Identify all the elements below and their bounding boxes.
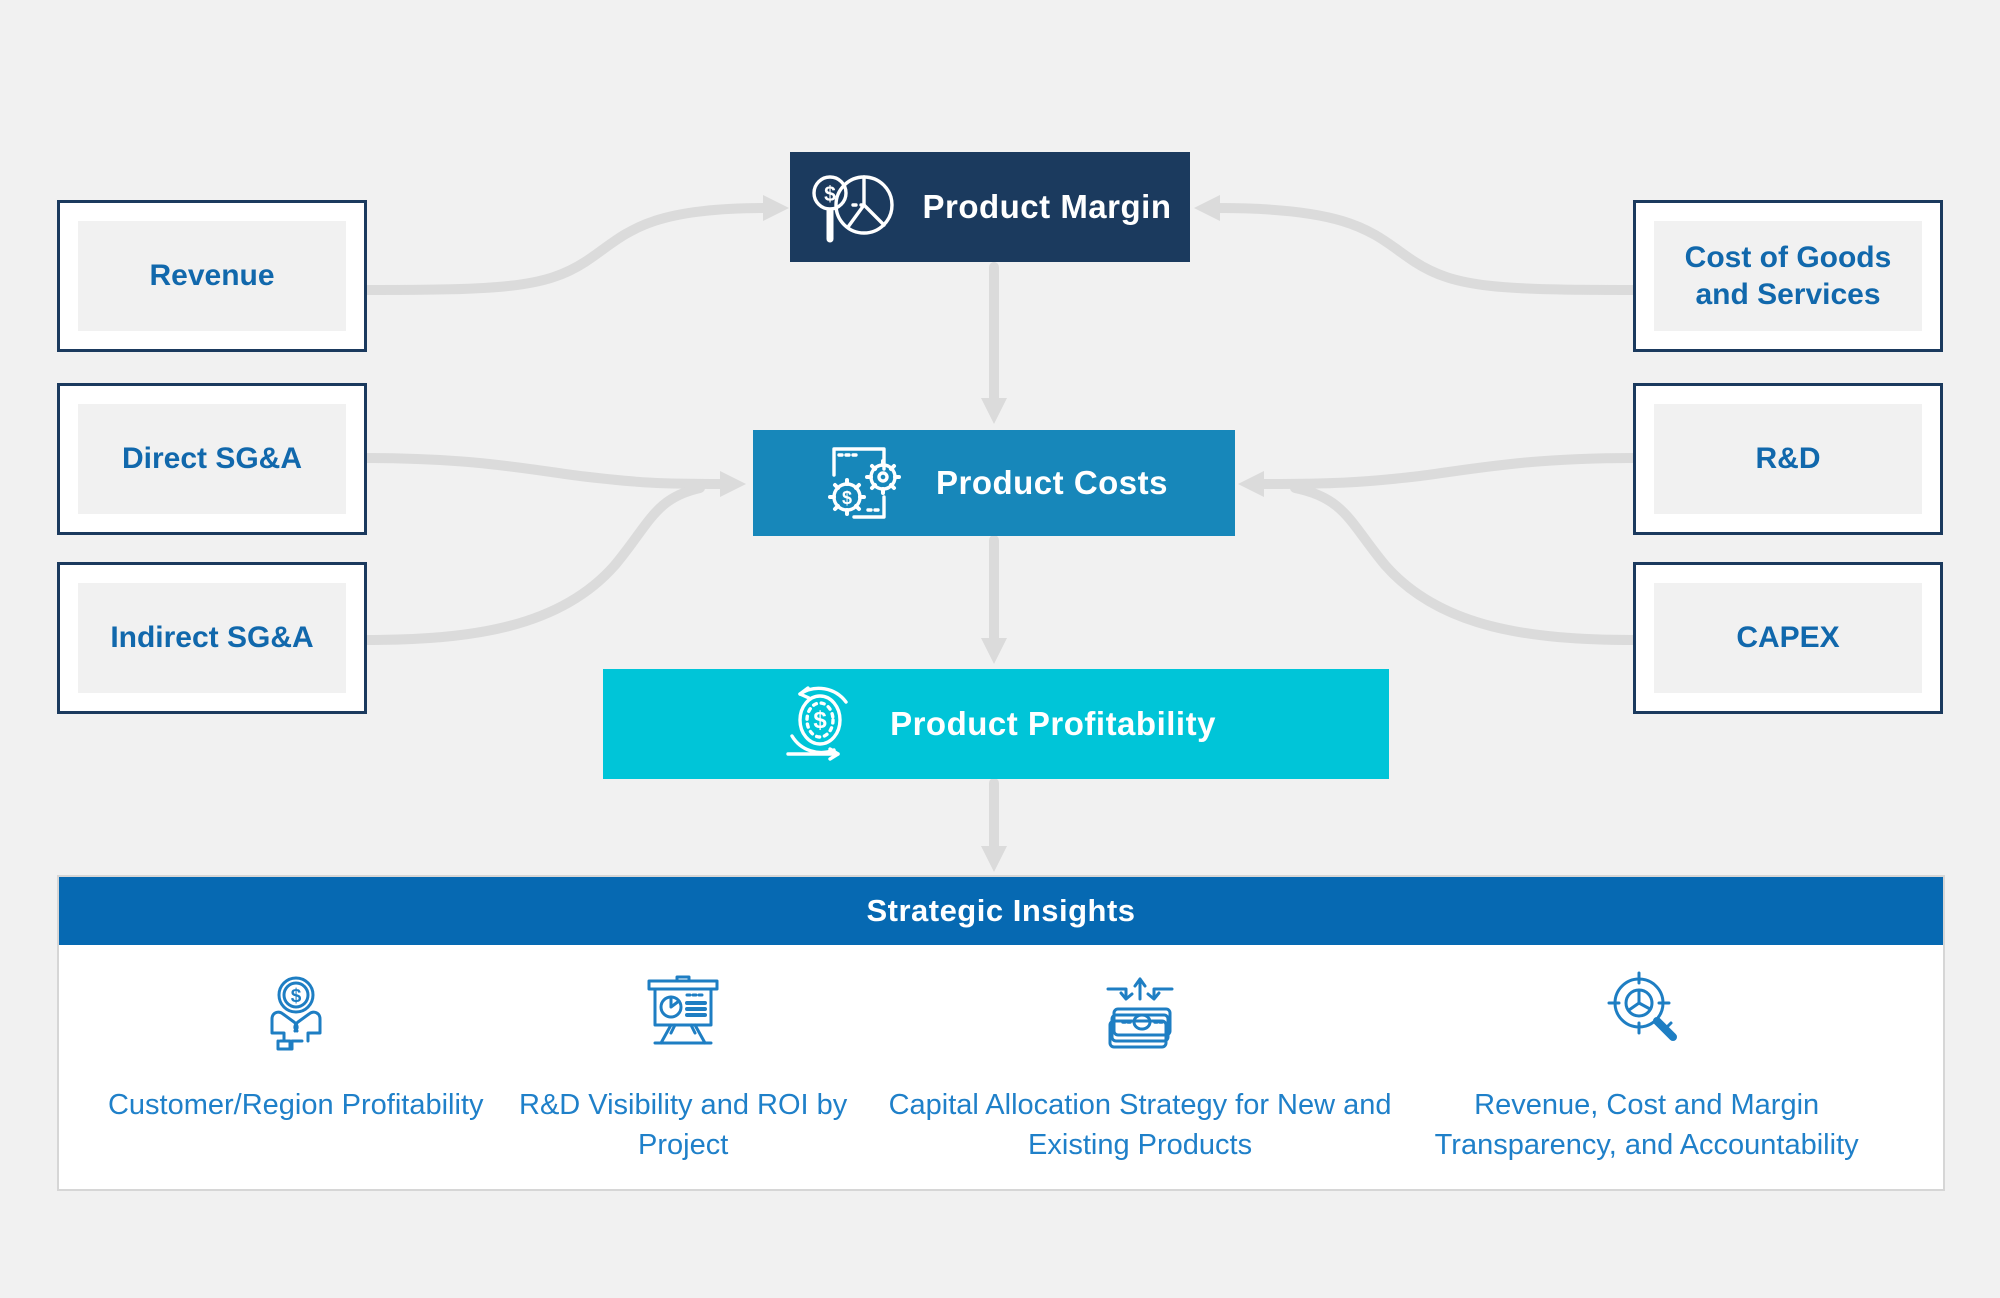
arrow-rd-to-costs — [1238, 453, 1639, 497]
input-box-direct-sga: Direct SG&A — [57, 383, 367, 535]
insight-caption: Revenue, Cost and Margin Transparency, a… — [1434, 1089, 1859, 1162]
magnifier-target-icon — [1603, 971, 1691, 1063]
strategic-insights-panel: Strategic Insights $ Customer/Region Pro — [57, 875, 1945, 1191]
flow-label: Product Profitability — [890, 705, 1216, 742]
arrow-cogs-to-margin — [1194, 195, 1639, 295]
insight-item-capital-allocation: Capital Allocation Strategy for New and … — [882, 971, 1399, 1165]
arrow-capex-merge — [1290, 483, 1639, 645]
svg-text:$: $ — [825, 183, 837, 206]
document-gears-icon: $ — [827, 447, 901, 519]
input-box-rd: R&D — [1633, 383, 1943, 535]
dollar-cycle-icon: $ — [786, 686, 848, 761]
hands-coin-icon: $ — [254, 971, 338, 1063]
input-box-cogs: Cost of Goods and Services — [1633, 200, 1943, 352]
input-label: Revenue — [78, 221, 346, 331]
input-box-capex: CAPEX — [1633, 562, 1943, 714]
flow-box-product-costs: $ Product Costs — [753, 430, 1235, 536]
flow-box-product-margin: $ Product Margin — [790, 152, 1190, 262]
arrow-direct-sga-to-costs — [361, 453, 746, 497]
arrow-revenue-to-margin — [361, 195, 789, 295]
arrow-indirect-sga-merge — [361, 483, 705, 645]
strategic-insights-header: Strategic Insights — [59, 877, 1943, 945]
svg-text:$: $ — [290, 986, 301, 1007]
cash-allocation-icon — [1094, 971, 1186, 1063]
input-box-revenue: Revenue — [57, 200, 367, 352]
input-label: R&D — [1654, 404, 1922, 514]
input-label: Cost of Goods and Services — [1654, 221, 1922, 331]
insight-caption: Capital Allocation Strategy for New and … — [888, 1089, 1392, 1162]
insight-caption: R&D Visibility and ROI by Project — [519, 1089, 848, 1162]
input-label: Direct SG&A — [78, 404, 346, 514]
input-box-indirect-sga: Indirect SG&A — [57, 562, 367, 714]
insight-item-customer-region: $ Customer/Region Profitability — [107, 971, 484, 1125]
flow-label: Product Margin — [922, 188, 1172, 225]
insight-item-rd-visibility: R&D Visibility and ROI by Project — [484, 971, 881, 1165]
svg-text:$: $ — [813, 707, 827, 734]
presentation-chart-icon — [641, 971, 725, 1063]
input-label: Indirect SG&A — [78, 583, 346, 693]
pie-magnifier-icon: $ — [812, 175, 895, 243]
insight-item-transparency: Revenue, Cost and Margin Transparency, a… — [1398, 971, 1895, 1165]
strategic-insights-title: Strategic Insights — [866, 893, 1136, 928]
insight-caption: Customer/Region Profitability — [107, 1089, 484, 1121]
svg-text:$: $ — [842, 488, 852, 508]
input-label: CAPEX — [1654, 583, 1922, 693]
flow-label: Product Costs — [935, 464, 1169, 501]
flow-box-product-profitability: $ Product Profitability — [603, 669, 1389, 779]
strategic-insights-body: $ Customer/Region Profitability — [59, 945, 1943, 1165]
